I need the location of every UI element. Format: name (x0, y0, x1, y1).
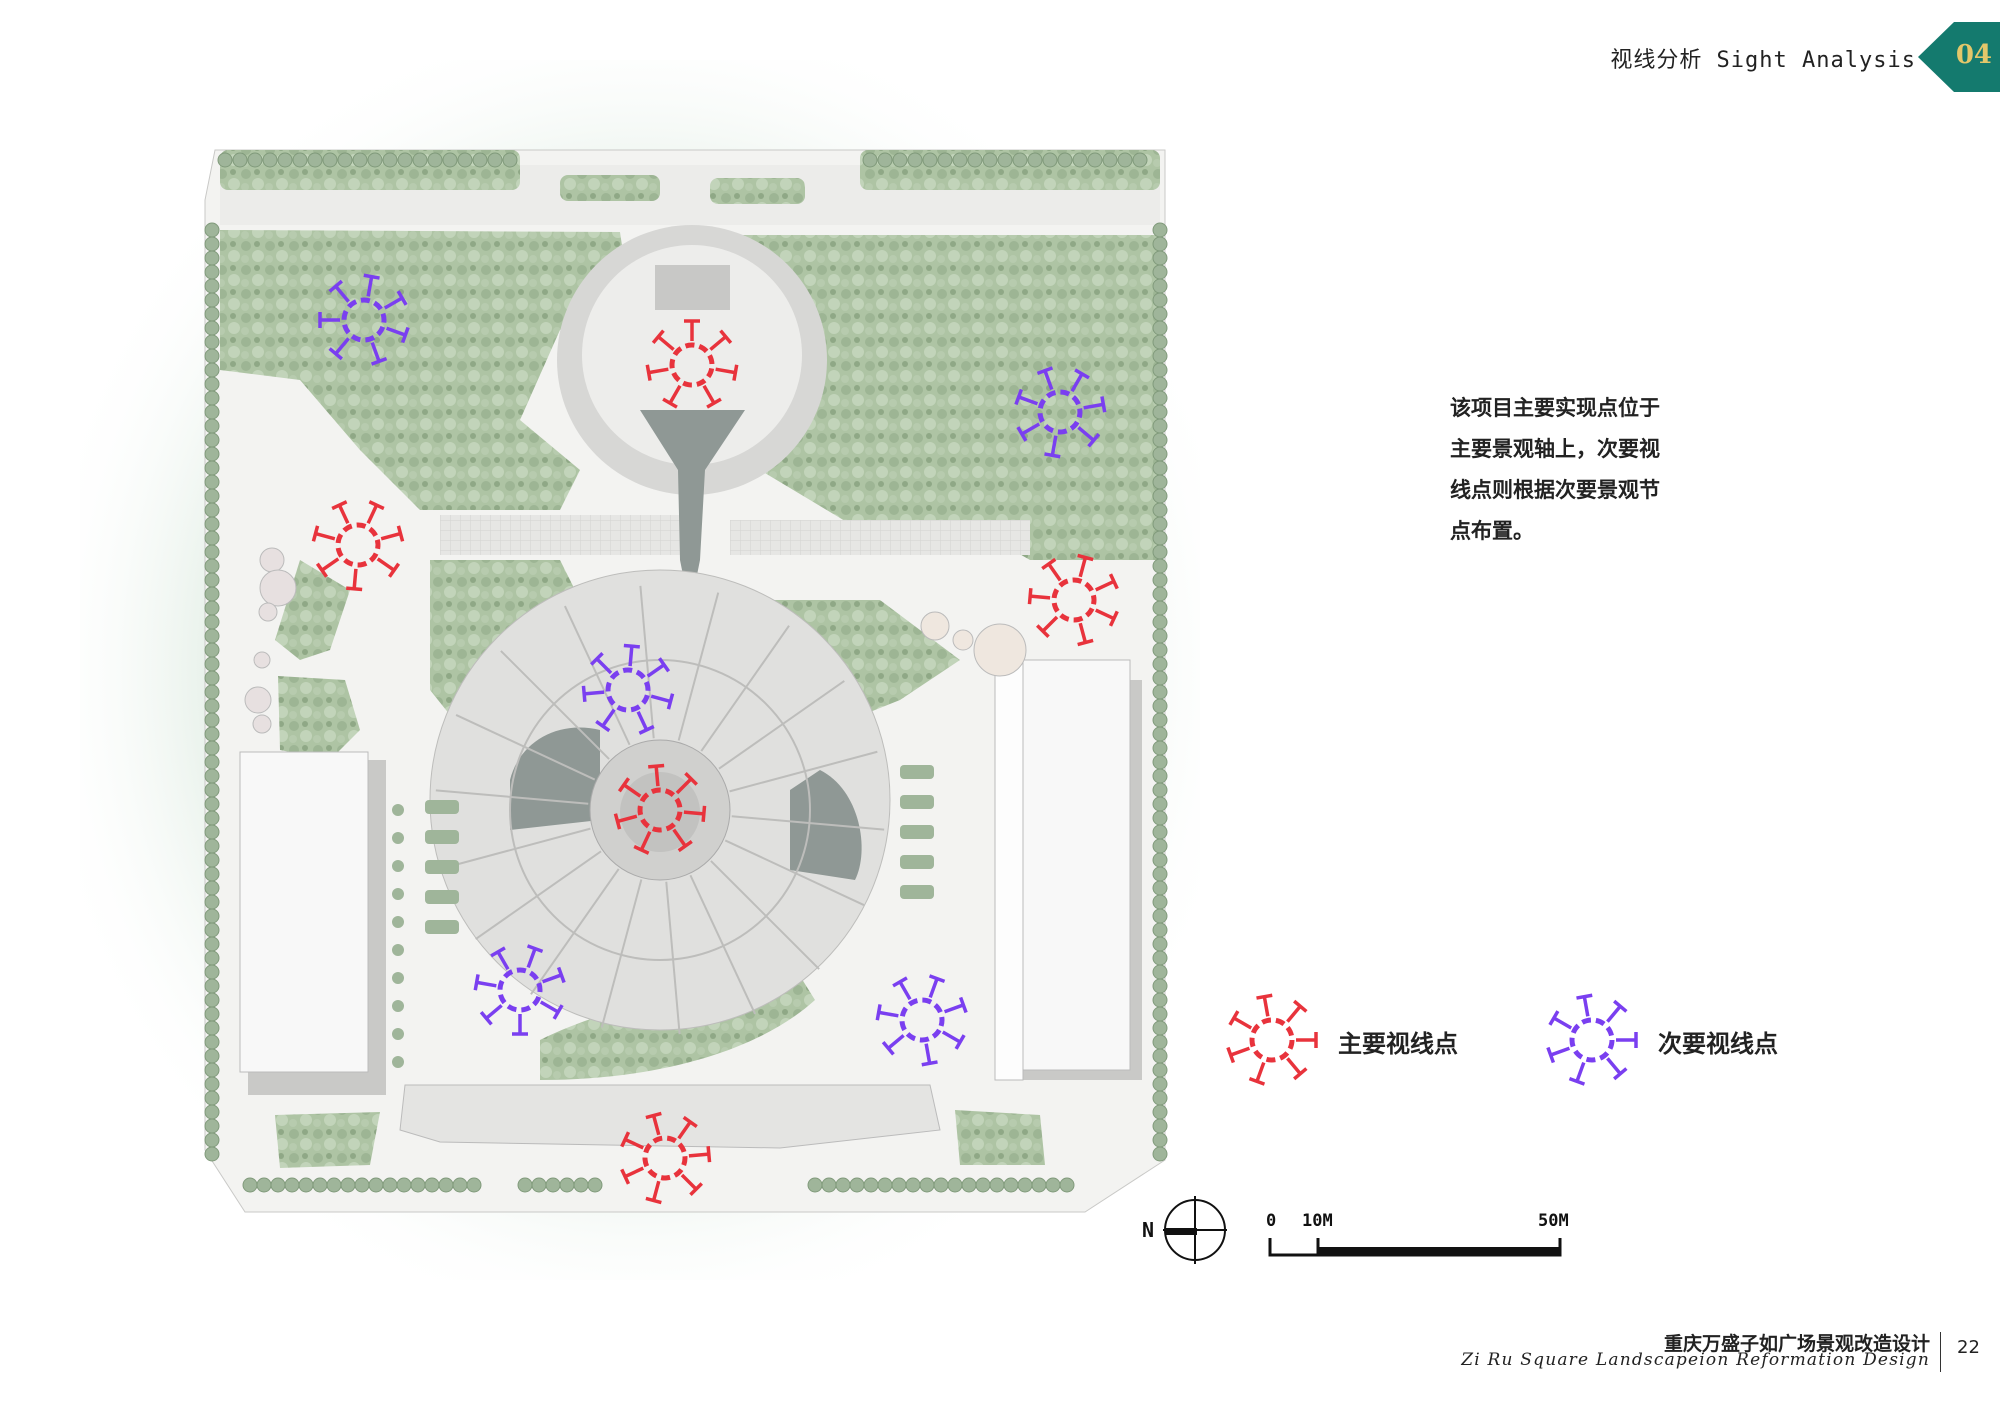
north-arrow-icon (1163, 1196, 1227, 1264)
scale-label-10m: 10M (1302, 1211, 1333, 1231)
secondary-viewpoint-icon (1546, 993, 1638, 1086)
page-number: 22 (1957, 1337, 1980, 1358)
central-water-channel (640, 410, 745, 610)
description-line: 主要景观轴上，次要视 (1450, 437, 1660, 461)
cross-axis-paving-east (730, 520, 1030, 555)
north-hedge-mid-b (710, 178, 805, 204)
woodland-southwest (275, 1112, 380, 1168)
scale-label-zero: 0 (1266, 1211, 1277, 1231)
footer-divider (1940, 1332, 1941, 1372)
primary-viewpoint-marker (1027, 553, 1119, 647)
radial-paving (435, 585, 885, 1035)
description-line: 该项目主要实现点位于 (1450, 396, 1660, 420)
scale-label-50m: 50M (1538, 1211, 1569, 1231)
hedge-blocks (392, 765, 934, 1068)
north-plaza-steps (655, 265, 730, 310)
west-circles (244, 547, 297, 734)
north-plaza-lawn (582, 245, 802, 465)
page-title: 视线分析 Sight Analysis (1610, 48, 1916, 73)
section-badge (1918, 22, 2000, 92)
woodland-west-lower (278, 676, 360, 760)
woodland-northeast (730, 235, 1160, 560)
description-line: 点布置。 (1450, 519, 1534, 543)
primary-viewpoint-legend-mark (1226, 993, 1318, 1086)
secondary-viewpoint-legend-mark (1546, 993, 1638, 1086)
legend-primary-label: 主要视线点 (1338, 1030, 1458, 1058)
building-east-tower (994, 649, 1024, 1081)
description-line: 线点则根据次要景观节 (1450, 478, 1660, 502)
woodland-southeast (955, 1110, 1045, 1165)
east-circles (920, 611, 1027, 677)
description-text: 该项目主要实现点位于 主要景观轴上，次要视 线点则根据次要景观节 点布置。 (1450, 388, 1710, 552)
footer-title-cn: 重庆万盛子如广场景观改造设计 (1663, 1333, 1930, 1355)
secondary-viewpoint-marker (581, 643, 675, 735)
secondary-viewpoint-marker (875, 974, 968, 1067)
perimeter-trees (204, 152, 1168, 1193)
north-hedge-mid-a (560, 175, 660, 201)
building-west (239, 751, 369, 1073)
north-label: N (1142, 1218, 1155, 1242)
scale-bar (1268, 1238, 1562, 1257)
secondary-viewpoint-marker (1014, 366, 1107, 459)
central-plaza-water-west (510, 727, 600, 830)
section-number: 04 (1955, 40, 1992, 70)
primary-viewpoint-icon (1226, 993, 1318, 1086)
footer-title-en: Zi Ru Square Landscapeion Reformation De… (1461, 1350, 1930, 1370)
south-steps (399, 1084, 941, 1149)
woodland-northwest (220, 230, 630, 510)
cross-axis-paving (440, 515, 680, 555)
legend-secondary-label: 次要视线点 (1658, 1030, 1778, 1058)
